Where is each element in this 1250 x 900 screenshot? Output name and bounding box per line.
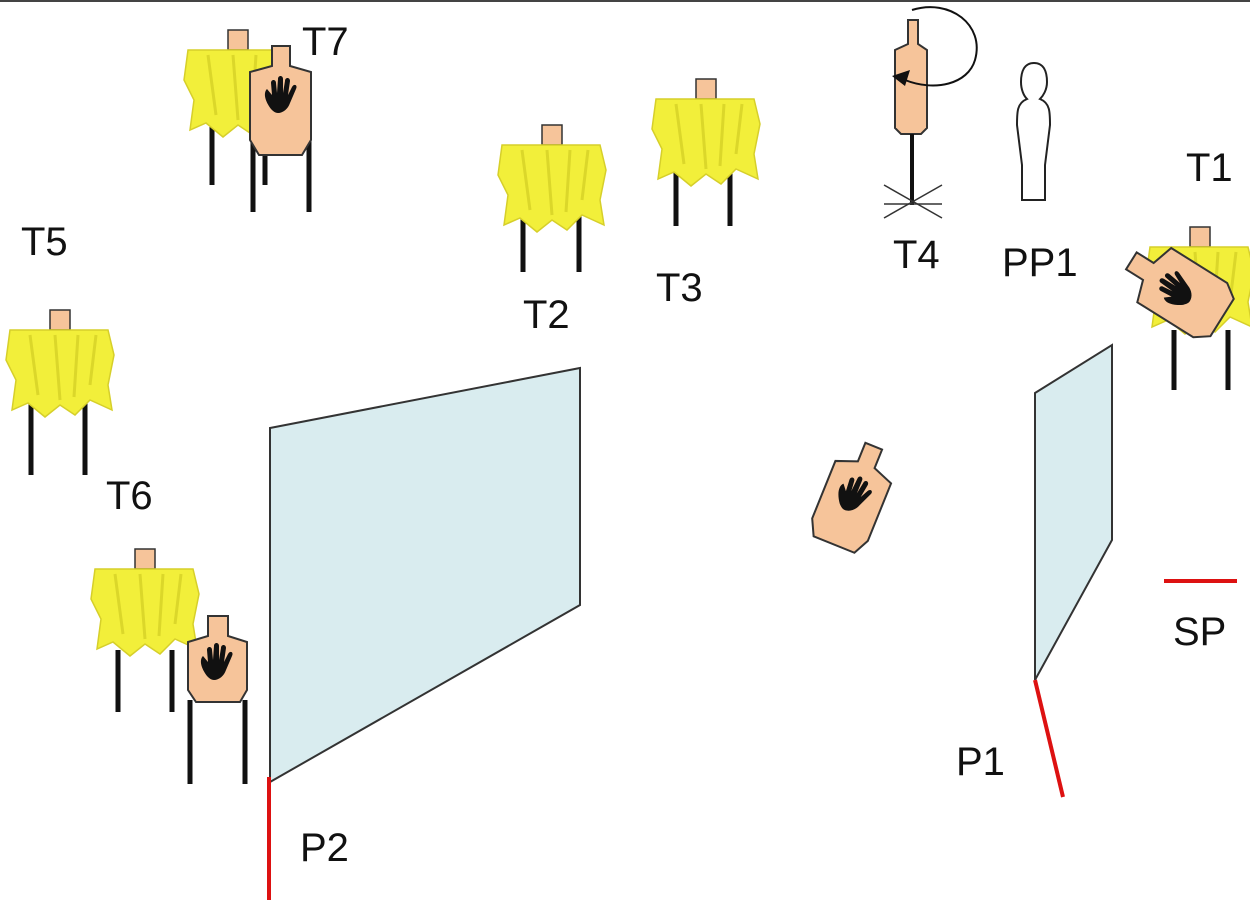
tan-target-t1 (1124, 246, 1235, 339)
top-border (0, 0, 1250, 2)
target-t5 (4, 308, 116, 475)
wall-left (269, 366, 581, 784)
label-t7: T7 (302, 20, 349, 64)
label-t3: T3 (656, 266, 703, 310)
label-t6: T6 (106, 474, 153, 518)
target-t1-group (1124, 225, 1250, 390)
target-t6-group (89, 547, 248, 784)
label-t5: T5 (21, 220, 68, 264)
fault-line-p1 (1033, 679, 1065, 798)
no-shoot-pp1 (1015, 61, 1052, 201)
label-t2: T2 (523, 293, 570, 337)
target-t7-group (182, 28, 312, 212)
label-p1: P1 (956, 740, 1005, 784)
label-t1: T1 (1186, 146, 1233, 190)
target-t2 (496, 123, 608, 272)
label-pp1: PP1 (1002, 241, 1078, 285)
target-t4-swinger (883, 6, 978, 219)
wall-right (1034, 343, 1113, 681)
label-t4: T4 (893, 233, 940, 277)
label-sp: SP (1173, 610, 1227, 654)
tan-target-t7 (249, 45, 312, 156)
tan-target-center (811, 441, 893, 554)
tan-target-t6 (187, 615, 248, 703)
label-p2: P2 (300, 826, 349, 870)
swing-arrow-icon (904, 6, 978, 87)
target-t3 (650, 77, 762, 226)
